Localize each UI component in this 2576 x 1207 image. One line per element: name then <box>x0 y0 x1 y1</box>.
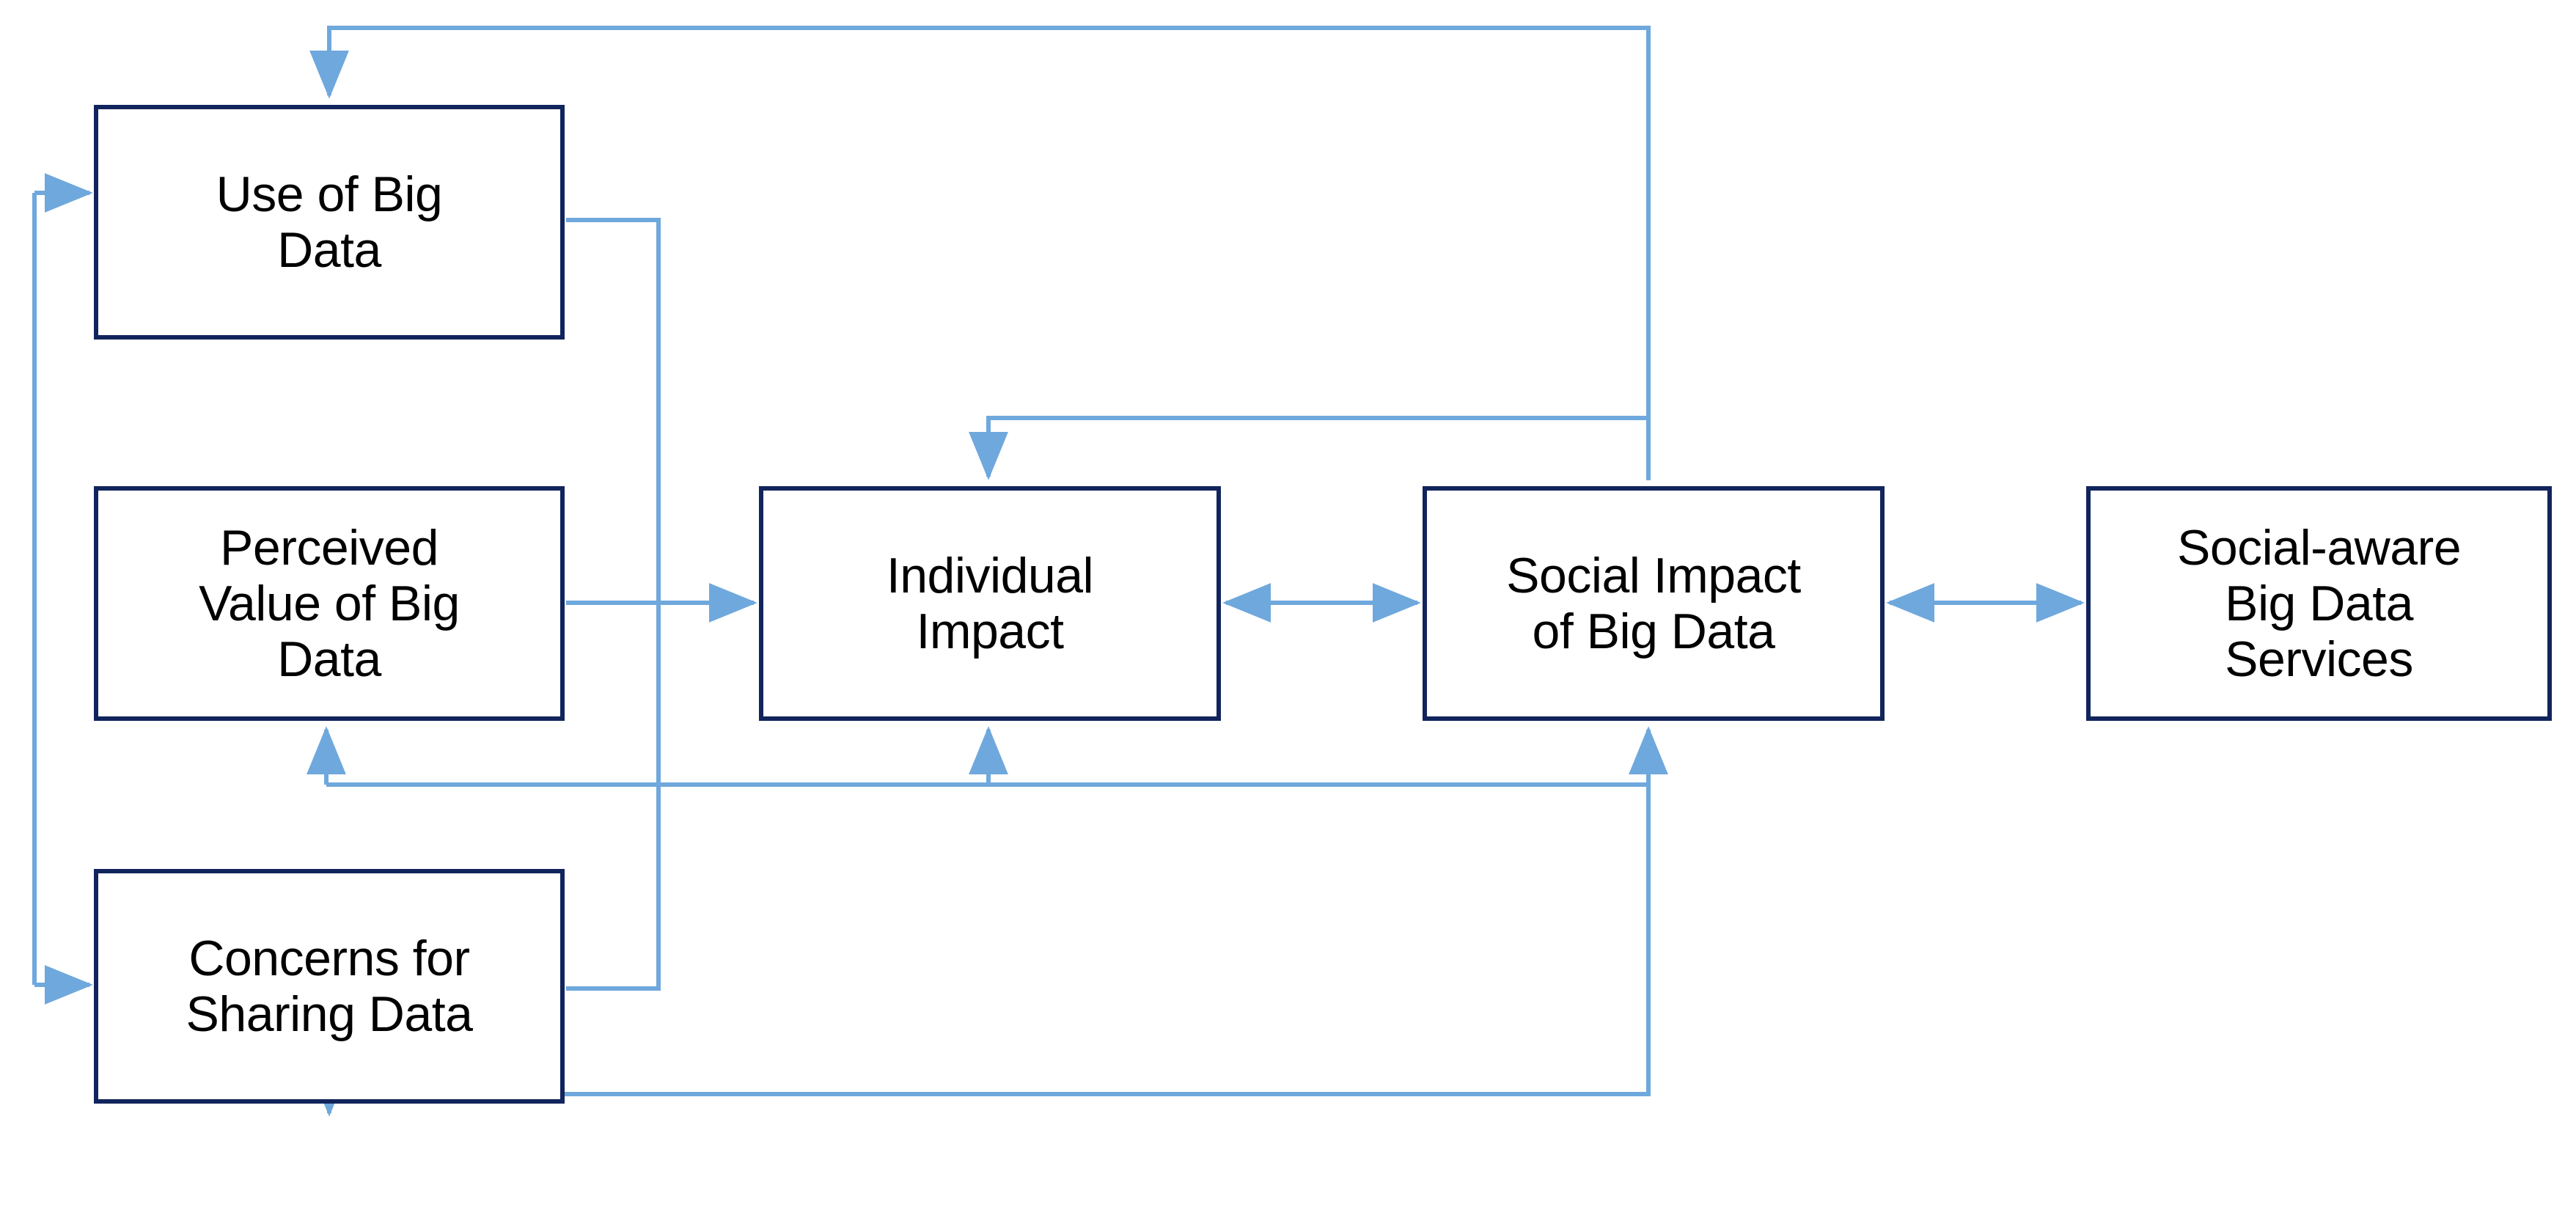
node-label: Social-aware Big Data Services <box>2176 519 2462 688</box>
node-label: Individual Impact <box>886 547 1094 659</box>
edge-social-impact-to-individual-impact <box>969 416 1648 480</box>
node-use-of-big-data[interactable]: Use of Big Data <box>94 105 565 340</box>
node-label: Use of Big Data <box>216 166 443 278</box>
node-social-aware-big-data-services[interactable]: Social-aware Big Data Services <box>2086 486 2552 721</box>
node-label: Perceived Value of Big Data <box>199 519 460 688</box>
edge-use-of-big-data-to-concerns <box>566 218 661 991</box>
node-perceived-value-of-big-data[interactable]: Perceived Value of Big Data <box>94 486 565 721</box>
node-individual-impact[interactable]: Individual Impact <box>759 486 1221 721</box>
node-social-impact-of-big-data[interactable]: Social Impact of Big Data <box>1423 486 1885 721</box>
node-concerns-for-sharing-data[interactable]: Concerns for Sharing Data <box>94 869 565 1104</box>
node-label: Concerns for Sharing Data <box>186 930 473 1042</box>
node-label: Social Impact of Big Data <box>1506 547 1801 659</box>
